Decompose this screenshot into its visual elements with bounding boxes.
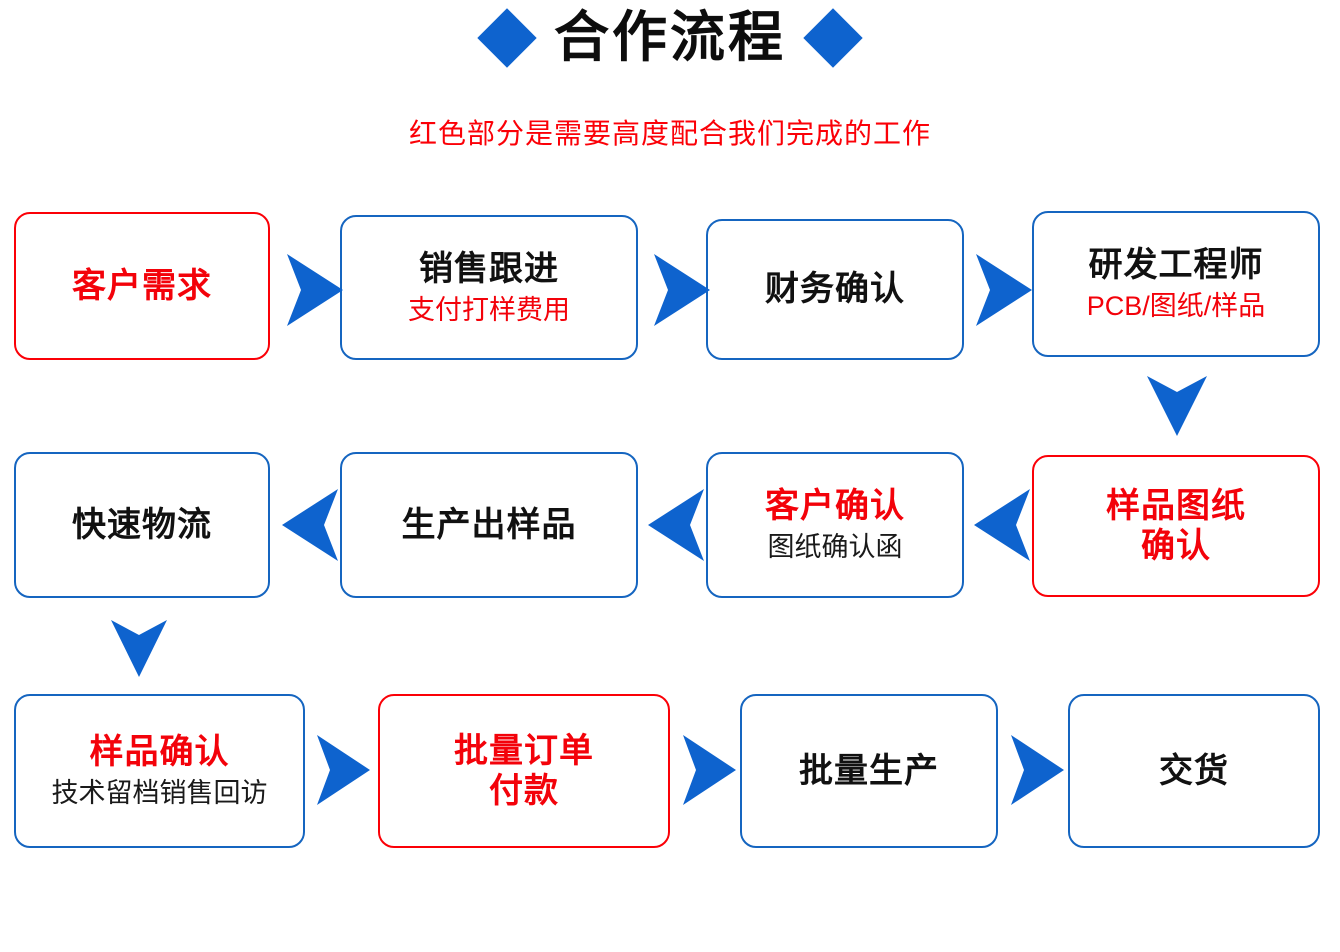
flow-box-title: 批量订单 付款 — [454, 731, 594, 810]
flow-box-title: 样品图纸 确认 — [1106, 486, 1246, 565]
page-subtitle: 红色部分是需要高度配合我们完成的工作 — [408, 118, 931, 149]
flow-box-bulk-order-payment[interactable]: 批量订单 付款 — [378, 694, 670, 848]
flow-box-title: 客户确认 — [765, 487, 905, 526]
arrow-row1-box1-to-box2-icon — [283, 251, 345, 329]
flow-box-title: 客户需求 — [72, 266, 212, 305]
flow-box-delivery[interactable]: 交货 — [1068, 694, 1320, 848]
flow-box-sample-confirm[interactable]: 样品确认 技术留档销售回访 — [14, 694, 305, 848]
diamond-left-icon — [477, 7, 537, 68]
flow-box-title: 研发工程师 — [1088, 246, 1264, 285]
flow-box-title: 财务确认 — [765, 270, 905, 309]
arrow-row2-box3-to-box2-icon — [646, 486, 708, 564]
page-title: 合作流程 — [553, 6, 786, 68]
flow-box-finance-confirm[interactable]: 财务确认 — [706, 219, 964, 360]
arrow-row1-box2-to-box3-icon — [650, 251, 712, 329]
flow-box-subtitle: 图纸确认函 — [767, 532, 903, 563]
arrow-row1-box3-to-box4-icon — [972, 251, 1034, 329]
flow-box-produce-sample[interactable]: 生产出样品 — [340, 452, 638, 598]
page-header: 合作流程 红色部分是需要高度配合我们完成的工作 — [0, 0, 1340, 180]
flow-box-sample-drawing-confirm[interactable]: 样品图纸 确认 — [1032, 455, 1320, 597]
flow-box-sales-followup[interactable]: 销售跟进 支付打样费用 — [340, 215, 638, 360]
arrow-row2-box1-to-row3-box1-icon — [108, 615, 170, 681]
flow-box-customer-requirement[interactable]: 客户需求 — [14, 212, 270, 360]
flow-box-subtitle: 技术留档销售回访 — [51, 778, 268, 809]
arrow-row3-box2-to-box3-icon — [680, 732, 738, 808]
flow-box-fast-logistics[interactable]: 快速物流 — [14, 452, 270, 598]
flow-box-title: 销售跟进 — [419, 249, 559, 288]
flow-box-title: 批量生产 — [799, 751, 939, 790]
arrow-row3-box1-to-box2-icon — [314, 732, 372, 808]
arrow-row2-box4-to-box3-icon — [972, 486, 1034, 564]
flow-box-title: 交货 — [1159, 751, 1229, 790]
flow-box-title: 样品确认 — [89, 733, 230, 772]
flow-box-bulk-production[interactable]: 批量生产 — [740, 694, 998, 848]
flow-box-subtitle: PCB/图纸/样品 — [1086, 291, 1266, 322]
arrow-row2-box2-to-box1-icon — [280, 486, 342, 564]
diamond-right-icon — [803, 7, 863, 68]
flow-box-title: 快速物流 — [72, 505, 212, 544]
flow-box-customer-confirm[interactable]: 客户确认 图纸确认函 — [706, 452, 964, 598]
title-row: 合作流程 — [0, 6, 1340, 68]
flow-box-rd-engineer[interactable]: 研发工程师 PCB/图纸/样品 — [1032, 211, 1320, 357]
arrow-row3-box3-to-box4-icon — [1008, 732, 1066, 808]
arrow-row1-box4-to-row2-box4-icon — [1143, 370, 1211, 440]
flow-box-title: 生产出样品 — [401, 505, 577, 544]
flow-box-subtitle: 支付打样费用 — [408, 294, 570, 325]
